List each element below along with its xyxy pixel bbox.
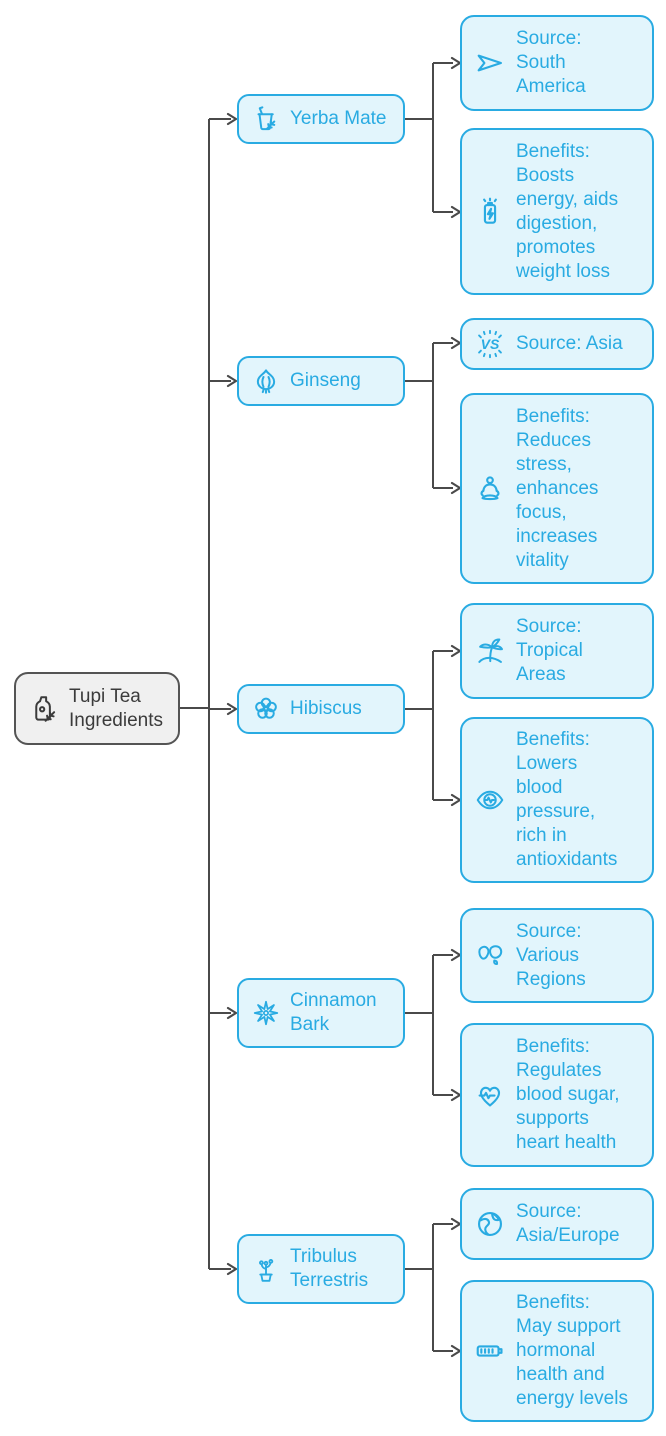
source-node-yerba-mate[interactable]: Source: South America	[460, 15, 654, 111]
source-text: Source: South America	[516, 28, 586, 97]
mate-gourd-icon	[251, 104, 281, 134]
ingredient-label: Tribulus Terrestris	[290, 1246, 369, 1291]
ingredient-label: Cinnamon Bark	[290, 990, 377, 1035]
benefits-text: Benefits: Lowers blood pressure, rich in…	[516, 729, 618, 870]
source-text: Source: Various Regions	[516, 920, 586, 990]
world-map-icon	[474, 940, 506, 972]
root-node-tupi-tea-ingredients[interactable]: Tupi Tea Ingredients	[14, 672, 180, 745]
battery-full-icon	[474, 1335, 506, 1367]
battery-charging-icon	[474, 196, 506, 228]
flower-icon	[251, 694, 281, 724]
heart-pulse-icon	[474, 1079, 506, 1111]
ingredient-node-ginseng[interactable]: Ginseng	[237, 356, 405, 406]
source-text: Source: Asia	[516, 333, 623, 354]
benefits-node-tribulus-terrestris[interactable]: Benefits: May support hormonal health an…	[460, 1280, 654, 1422]
root-label: Tupi Tea Ingredients	[69, 685, 164, 731]
benefits-node-yerba-mate[interactable]: Benefits: Boosts energy, aids digestion,…	[460, 128, 654, 295]
source-node-ginseng[interactable]: Source: Asia	[460, 318, 654, 370]
ingredient-node-hibiscus[interactable]: Hibiscus	[237, 684, 405, 734]
ingredient-label: Hibiscus	[290, 698, 362, 719]
source-node-tribulus-terrestris[interactable]: Source: Asia/Europe	[460, 1188, 654, 1260]
source-node-cinnamon-bark[interactable]: Source: Various Regions	[460, 908, 654, 1003]
potted-plant-icon	[251, 1254, 281, 1284]
source-node-hibiscus[interactable]: Source: Tropical Areas	[460, 603, 654, 699]
benefits-node-hibiscus[interactable]: Benefits: Lowers blood pressure, rich in…	[460, 717, 654, 883]
ingredient-node-tribulus-terrestris[interactable]: Tribulus Terrestris	[237, 1234, 405, 1304]
palm-tree-icon	[474, 635, 506, 667]
ingredient-label: Ginseng	[290, 370, 361, 391]
ginseng-bulb-icon	[251, 366, 281, 396]
meditating-person-icon	[474, 473, 506, 505]
versus-icon	[474, 328, 506, 360]
star-anise-icon	[251, 998, 281, 1028]
benefits-node-cinnamon-bark[interactable]: Benefits: Regulates blood sugar, support…	[460, 1023, 654, 1167]
ingredient-node-yerba-mate[interactable]: Yerba Mate	[237, 94, 405, 144]
benefits-text: Benefits: Regulates blood sugar, support…	[516, 1036, 620, 1153]
ingredient-node-cinnamon-bark[interactable]: Cinnamon Bark	[237, 978, 405, 1048]
paper-plane-icon	[474, 47, 506, 79]
source-text: Source: Tropical Areas	[516, 616, 583, 685]
benefits-text: Benefits: May support hormonal health an…	[516, 1292, 628, 1409]
ingredient-label: Yerba Mate	[290, 108, 387, 129]
benefits-node-ginseng[interactable]: Benefits: Reduces stress, enhances focus…	[460, 393, 654, 584]
globe-icon	[474, 1208, 506, 1240]
herb-bottle-icon	[28, 693, 60, 725]
eye-pulse-icon	[474, 784, 506, 816]
benefits-text: Benefits: Reduces stress, enhances focus…	[516, 405, 599, 571]
benefits-text: Benefits: Boosts energy, aids digestion,…	[516, 140, 619, 282]
source-text: Source: Asia/Europe	[516, 1201, 620, 1246]
